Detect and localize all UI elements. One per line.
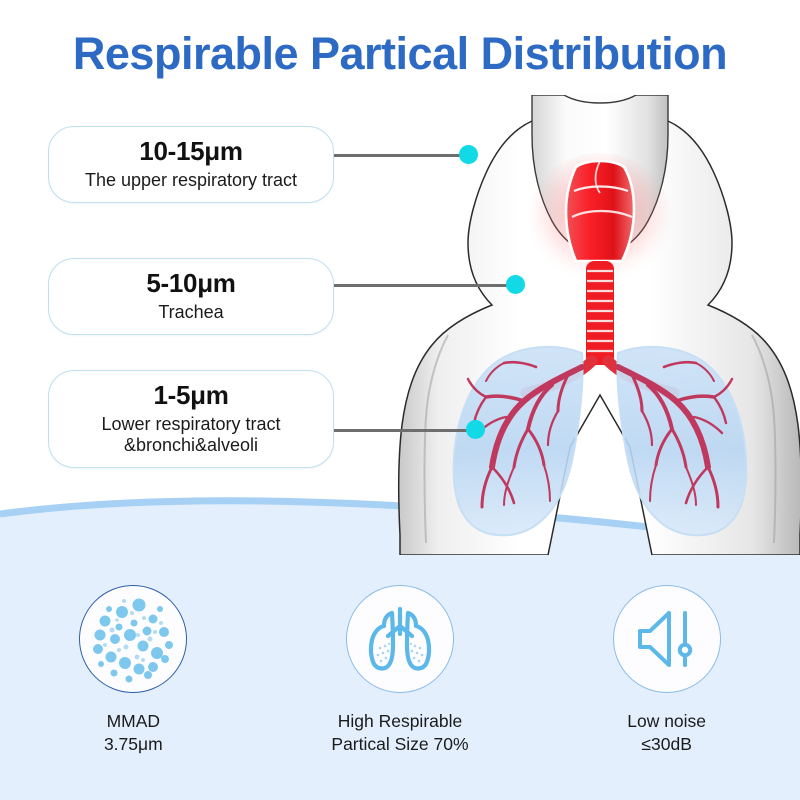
- particle-dots-circle: [79, 585, 188, 693]
- feature-label-mmad: MMAD 3.75μm: [104, 710, 163, 756]
- particle-dots-icon: [93, 598, 174, 683]
- human-torso-respiratory-illustration: [397, 95, 800, 555]
- lungs: [452, 345, 748, 537]
- lungs-circle: [345, 585, 454, 693]
- callout-box-trachea[interactable]: 5-10μm Trachea: [48, 258, 334, 335]
- feature-line-2: Partical Size 70%: [331, 733, 469, 754]
- callout-size-label: 1-5μm: [153, 380, 229, 410]
- callout-desc-label: The upper respiratory tract: [84, 169, 298, 190]
- callout-box-upper-respiratory-tract[interactable]: 10-15μm The upper respiratory tract: [48, 126, 334, 203]
- trachea-marker: [506, 275, 525, 294]
- connector-line-1: [332, 284, 520, 287]
- feature-line-1: MMAD: [106, 711, 161, 731]
- right-lung: [452, 345, 584, 537]
- feature-line-1: High Respirable: [337, 711, 463, 731]
- low-noise-circle: [612, 585, 721, 693]
- connector-line-0: [332, 154, 474, 157]
- feature-label-low-noise: Low noise ≤30dB: [627, 710, 706, 756]
- lower-respiratory-tract-marker: [466, 420, 485, 439]
- callout-desc-label: Trachea: [158, 301, 224, 322]
- connector-line-2: [332, 429, 480, 432]
- callout-box-lower-respiratory-tract[interactable]: 1-5μm Lower respiratory tract &bronchi&a…: [48, 370, 334, 469]
- feature-low-noise[interactable]: Low noise ≤30dB: [542, 585, 792, 756]
- page-title: Respirable Partical Distribution: [72, 28, 728, 79]
- feature-line-2: 3.75μm: [103, 733, 163, 754]
- speaker-volume-icon: [637, 611, 692, 667]
- upper-respiratory-tract-marker: [459, 145, 478, 164]
- bronchial-tree: [466, 360, 734, 509]
- feature-mmad[interactable]: MMAD 3.75μm: [8, 585, 258, 756]
- feature-line-1: Low noise: [627, 711, 707, 731]
- feature-row: MMAD 3.75μm: [0, 585, 800, 756]
- lungs-icon: [368, 606, 432, 671]
- feature-line-2: ≤30dB: [641, 733, 692, 754]
- feature-label-respirable-size: High Respirable Partical Size 70%: [331, 710, 468, 756]
- larynx: [564, 159, 636, 263]
- left-lung: [616, 345, 748, 537]
- callout-size-label: 5-10μm: [146, 268, 236, 298]
- callout-size-label: 10-15μm: [139, 136, 243, 166]
- callout-desc-label: Lower respiratory tract &bronchi&alveoli: [101, 413, 281, 455]
- feature-respirable-size[interactable]: High Respirable Partical Size 70%: [275, 585, 525, 756]
